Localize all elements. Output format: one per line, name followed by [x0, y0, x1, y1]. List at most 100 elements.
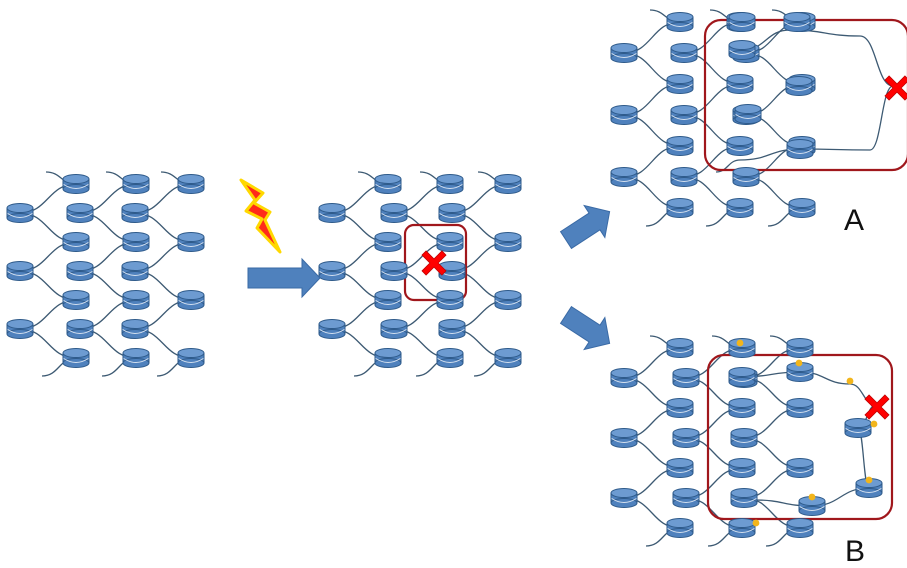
red-x-icon [884, 75, 907, 101]
nucleosome [783, 12, 811, 32]
nucleosome [666, 136, 694, 156]
nucleosome [177, 232, 205, 252]
nucleosome [62, 174, 90, 194]
nucleosome [380, 319, 408, 339]
nucleosome [6, 203, 34, 223]
damage-region-frame [403, 223, 468, 302]
nucleosome [436, 174, 464, 194]
nucleosome [726, 198, 754, 218]
nucleosome [121, 261, 149, 281]
nucleosome [610, 428, 638, 448]
nucleosome [786, 139, 814, 159]
nucleosome [610, 105, 638, 125]
nucleosome [672, 368, 700, 388]
nucleosome [374, 348, 402, 368]
nucleosome [494, 232, 522, 252]
nucleosome [666, 12, 694, 32]
nucleosome [436, 348, 464, 368]
modification-dot [736, 339, 744, 347]
nucleosome [438, 319, 466, 339]
nucleosome [494, 174, 522, 194]
nucleosome [730, 488, 758, 508]
nucleosome [374, 290, 402, 310]
nucleosome [734, 104, 762, 124]
block-arrow-icon [559, 204, 611, 250]
nucleosome [318, 203, 346, 223]
nucleosome [672, 488, 700, 508]
nucleosome [121, 203, 149, 223]
nucleosome [786, 338, 814, 358]
nucleosomes [6, 12, 883, 538]
nucleosome [318, 319, 346, 339]
nucleosome [121, 319, 149, 339]
nucleosome [666, 518, 694, 538]
nucleosome [666, 338, 694, 358]
red-x-icon [864, 394, 890, 420]
arrows [239, 178, 611, 351]
nucleosome [666, 74, 694, 94]
nucleosome [374, 232, 402, 252]
nucleosome [786, 518, 814, 538]
block-arrow-icon [247, 257, 321, 299]
nucleosome [844, 418, 872, 438]
nucleosome [380, 203, 408, 223]
nucleosome [670, 43, 698, 63]
nucleosome [670, 167, 698, 187]
nucleosome [728, 398, 756, 418]
nucleosome [786, 398, 814, 418]
nucleosome [6, 261, 34, 281]
nucleosome [728, 40, 756, 60]
nucleosome [6, 319, 34, 339]
nucleosome [380, 261, 408, 281]
nucleosome [666, 458, 694, 478]
nucleosome [66, 319, 94, 339]
nucleosome [177, 348, 205, 368]
modification-dot [795, 359, 803, 367]
panel-label-b: B [845, 535, 866, 568]
nucleosome [62, 290, 90, 310]
nucleosome [62, 232, 90, 252]
nucleosome [122, 174, 150, 194]
nucleosome [666, 198, 694, 218]
damage-marks [421, 75, 907, 420]
lightning-bolt-icon [239, 178, 282, 254]
nucleosome [726, 74, 754, 94]
nucleosome [66, 261, 94, 281]
nucleosome [177, 174, 205, 194]
nucleosome [66, 203, 94, 223]
modification-dot [808, 493, 816, 501]
nucleosome [788, 198, 816, 218]
nucleosome [122, 232, 150, 252]
nucleosome [786, 458, 814, 478]
nucleosome [436, 290, 464, 310]
nucleosome [666, 398, 694, 418]
nucleosome [728, 518, 756, 538]
red-x-icon [421, 250, 447, 276]
panel-label-a: A [844, 204, 865, 237]
nucleosome [672, 428, 700, 448]
nucleosome [730, 428, 758, 448]
nucleosome [318, 261, 346, 281]
nucleosome [785, 76, 813, 96]
nucleosome [732, 167, 760, 187]
nucleosome [728, 12, 756, 32]
nucleosome [728, 458, 756, 478]
nucleosome [786, 362, 814, 382]
modification-dots [736, 339, 878, 527]
nucleosome [122, 348, 150, 368]
nucleosome [610, 43, 638, 63]
modification-dot [846, 377, 854, 385]
modification-dot [865, 476, 873, 484]
nucleosome [610, 368, 638, 388]
nucleosome [122, 290, 150, 310]
nucleosome [610, 167, 638, 187]
block-arrow-icon [559, 305, 611, 351]
modification-dot [870, 420, 878, 428]
nucleosome [62, 348, 90, 368]
nucleosome [726, 136, 754, 156]
nucleosome [494, 348, 522, 368]
nucleosome [670, 105, 698, 125]
nucleosome [177, 290, 205, 310]
nucleosome [728, 367, 756, 387]
